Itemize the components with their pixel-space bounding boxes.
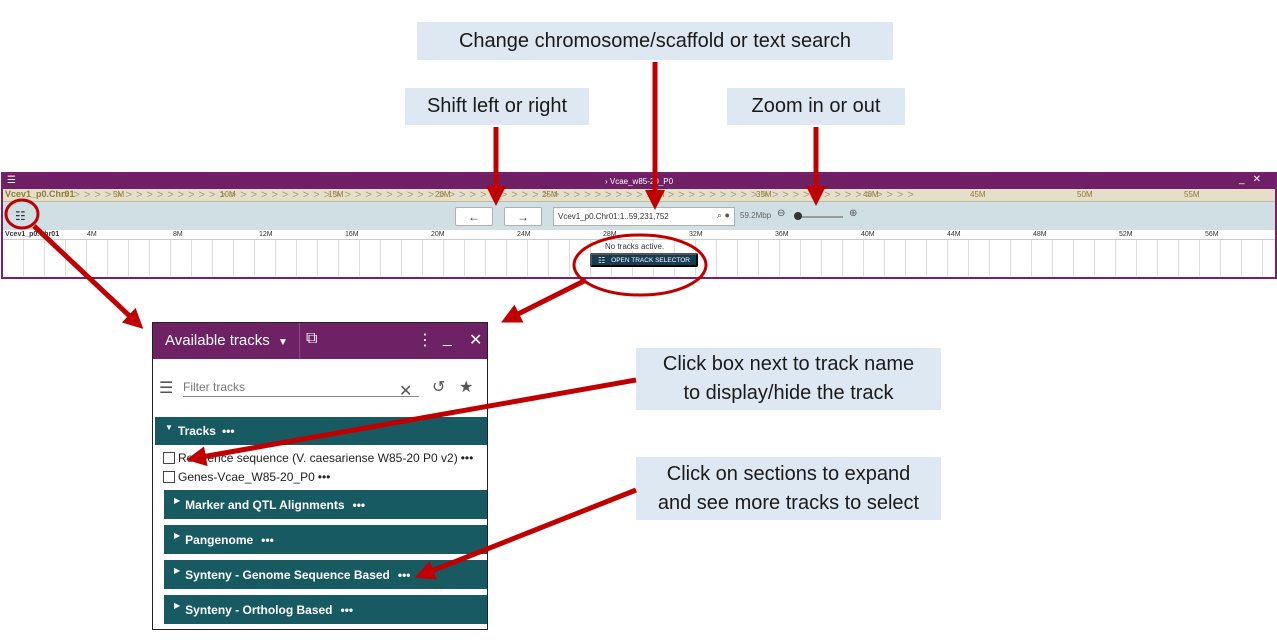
browser-toolbar: ☷ ← → Vcev1_p0.Chr01:1..59,231,752 ⌕ ● 5… xyxy=(3,202,1275,230)
header-divider xyxy=(299,323,300,359)
more-options-icon[interactable]: ••• xyxy=(261,532,274,547)
zoom-in-icon[interactable]: ⊕ xyxy=(849,208,858,219)
arrow-open-selector xyxy=(501,277,588,323)
expand-triangle-icon: ▼ xyxy=(165,423,173,432)
overview-tick: 45M xyxy=(970,190,986,199)
zoom-slider-handle[interactable] xyxy=(794,212,802,220)
category-marker-qtl[interactable]: ▶ Marker and QTL Alignments ••• xyxy=(164,490,487,519)
category-pangenome[interactable]: ▶ Pangenome ••• xyxy=(164,525,487,554)
ruler-tick: 44M xyxy=(947,231,961,238)
callout-click-box: Click box next to track name to display/… xyxy=(636,348,941,410)
more-options-icon[interactable]: ••• xyxy=(221,424,235,438)
shift-right-button[interactable]: → xyxy=(504,207,542,226)
callout-zoom: Zoom in or out xyxy=(727,88,905,125)
track-selector-icon[interactable]: ☷ xyxy=(15,209,26,223)
more-vert-icon[interactable]: ⋮ xyxy=(417,332,433,349)
ruler-tick: 20M xyxy=(431,231,445,238)
open-external-icon[interactable]: ⧉ xyxy=(306,330,318,347)
history-icon[interactable]: ↺ xyxy=(432,379,446,396)
close-icon[interactable]: ✕ xyxy=(469,332,483,349)
ruler-tick: 16M xyxy=(345,231,359,238)
ruler-tick: 40M xyxy=(861,231,875,238)
overview-tick: 35M xyxy=(756,190,772,199)
overview-chromosome-label: Vcev1_p0.Chr01 xyxy=(5,189,75,199)
track-selector-panel: Available tracks ▼ ⧉ ⋮ _ ✕ ☰ ✕ ↺ ★ ▼ Tra… xyxy=(152,322,488,630)
more-options-icon[interactable]: ••• xyxy=(317,470,331,484)
overview-tick: 55M xyxy=(1184,190,1200,199)
zoom-level: 59.2Mbp xyxy=(740,211,772,220)
more-options-icon[interactable]: ••• xyxy=(397,567,411,582)
overview-tick: 40M xyxy=(863,190,879,199)
overview-tick: 10M xyxy=(220,190,236,199)
collapsed-triangle-icon: ▶ xyxy=(174,531,181,540)
overview-tick: 50M xyxy=(1077,190,1093,199)
panel-title[interactable]: Available tracks ▼ xyxy=(165,332,288,349)
more-options-icon[interactable]: ••• xyxy=(460,451,474,465)
track-item[interactable]: Genes-Vcae_W85-20_P0 ••• xyxy=(163,470,330,484)
ruler-tick: 56M xyxy=(1205,231,1219,238)
ruler-tick: 36M xyxy=(775,231,789,238)
overview-tick: 30M xyxy=(649,190,665,199)
collapsed-triangle-icon: ▶ xyxy=(174,601,181,610)
track-checkbox[interactable] xyxy=(163,471,175,483)
list-icon: ☷ xyxy=(597,255,606,265)
overview-tick: 15M xyxy=(328,190,344,199)
ruler-tick: 24M xyxy=(517,231,531,238)
zoom-slider[interactable] xyxy=(795,216,843,218)
track-item[interactable]: Reference sequence (V. caesariense W85-2… xyxy=(163,451,473,465)
ruler-tick: 8M xyxy=(173,231,183,238)
no-tracks-message: No tracks active. xyxy=(603,242,667,251)
ruler-tick: 28M xyxy=(603,231,617,238)
ruler-tick: 32M xyxy=(689,231,703,238)
view-header: ☰ › Vcae_w85-20_P0 _✕ xyxy=(3,174,1275,189)
collapsed-triangle-icon: ▶ xyxy=(174,566,181,575)
more-options-icon[interactable]: ••• xyxy=(340,602,354,617)
panel-header: Available tracks ▼ ⧉ ⋮ _ ✕ xyxy=(153,323,487,359)
open-track-selector-button[interactable]: ☷ OPEN TRACK SELECTOR xyxy=(590,253,698,267)
ruler-tick: 12M xyxy=(259,231,273,238)
shift-left-button[interactable]: ← xyxy=(455,207,493,226)
callout-change-chromosome: Change chromosome/scaffold or text searc… xyxy=(417,22,893,60)
overview-tick: 5M xyxy=(113,190,125,199)
category-synteny-genome[interactable]: ▶ Synteny - Genome Sequence Based ••• xyxy=(164,560,487,589)
view-menu-icon[interactable]: ☰ xyxy=(7,175,16,186)
callout-click-sections: Click on sections to expand and see more… xyxy=(636,457,941,520)
zoom-out-icon[interactable]: ⊖ xyxy=(777,208,786,219)
overview-tick: 20M xyxy=(435,190,451,199)
ruler-chromosome-label: Vcev1_p0.Chr01 xyxy=(5,231,60,238)
category-synteny-ortholog[interactable]: ▶ Synteny - Ortholog Based ••• xyxy=(164,595,487,624)
minimize-icon[interactable]: _ xyxy=(443,330,452,347)
caret-down-icon: ▼ xyxy=(277,337,288,348)
view-title: › Vcae_w85-20_P0 xyxy=(604,177,674,186)
track-checkbox[interactable] xyxy=(163,452,175,464)
position-ruler[interactable]: Vcev1_p0.Chr01 4M 8M 12M 16M 20M 24M 28M… xyxy=(3,230,1275,240)
location-search-input[interactable]: Vcev1_p0.Chr01:1..59,231,752 ⌕ ● xyxy=(553,207,735,226)
filter-bar: ☰ ✕ ↺ ★ xyxy=(153,359,487,409)
search-icon[interactable]: ⌕ ● xyxy=(717,210,730,220)
clear-icon[interactable]: ✕ xyxy=(399,383,413,400)
overview-scale[interactable]: >>>>>>>>>>>>>>>>>>>>>>>>>>>>>>>>>>>>>>>>… xyxy=(3,189,1275,202)
section-tracks[interactable]: ▼ Tracks ••• xyxy=(155,417,487,445)
star-icon[interactable]: ★ xyxy=(459,379,474,396)
collapsed-triangle-icon: ▶ xyxy=(174,496,181,505)
overview-tick: 25M xyxy=(542,190,558,199)
ruler-tick: 52M xyxy=(1119,231,1133,238)
window-controls[interactable]: _✕ xyxy=(1239,174,1269,185)
filter-tracks-input[interactable] xyxy=(183,377,419,397)
genome-browser-view: ☰ › Vcae_w85-20_P0 _✕ >>>>>>>>>>>>>>>>>>… xyxy=(1,172,1277,279)
track-area: No tracks active. ☷ OPEN TRACK SELECTOR xyxy=(3,240,1275,276)
ruler-tick: 4M xyxy=(87,231,97,238)
menu-icon[interactable]: ☰ xyxy=(159,380,174,397)
ruler-tick: 48M xyxy=(1033,231,1047,238)
overview-chevrons: >>>>>>>>>>>>>>>>>>>>>>>>>>>>>>>>>>>>>>>>… xyxy=(63,189,918,201)
more-options-icon[interactable]: ••• xyxy=(352,497,366,512)
callout-shift: Shift left or right xyxy=(405,88,589,125)
